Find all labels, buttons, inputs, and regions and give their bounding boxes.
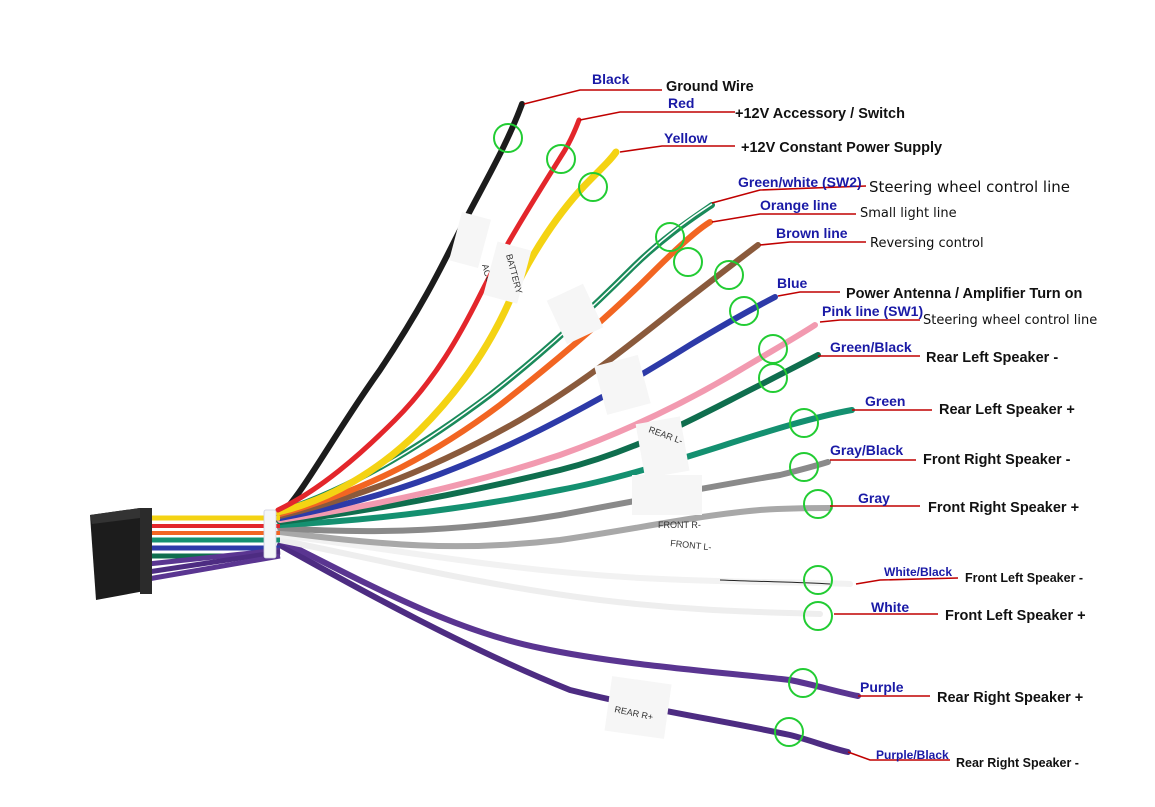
wire-yellow (274, 148, 620, 516)
function-label-red: +12V Accessory / Switch (735, 106, 905, 122)
function-label-green-white: Steering wheel control line (869, 178, 1070, 196)
ring-green (789, 408, 819, 438)
ring-orange (673, 247, 703, 277)
ring-white-black (803, 565, 833, 595)
wire-green-black (277, 352, 821, 525)
color-label-blue: Blue (777, 275, 808, 291)
ring-yellow (578, 172, 608, 202)
function-label-orange: Small light line (860, 206, 957, 221)
leader-lines (523, 89, 959, 761)
function-label-blue: Power Antenna / Amplifier Turn on (846, 286, 1082, 302)
ring-green-black (758, 363, 788, 393)
function-label-brown: Reversing control (870, 236, 984, 251)
wire-gray-black (277, 459, 831, 535)
function-label-white: Front Left Speaker + (945, 608, 1086, 624)
wire-pink (277, 322, 818, 523)
color-label-purple-black: Purple/Black (876, 748, 949, 762)
function-label-white-black: Front Left Speaker - (965, 571, 1083, 585)
color-label-white: White (871, 599, 909, 615)
wire-purple-black (277, 542, 851, 755)
ring-red (546, 144, 576, 174)
wire-stub-bundle (147, 547, 281, 567)
wire-bundle (147, 101, 861, 755)
function-label-black: Ground Wire (666, 79, 754, 95)
wire-blue (277, 294, 778, 521)
wire-brown (277, 242, 761, 519)
color-label-gray-black: Gray/Black (830, 442, 903, 458)
wire-stub-bundle (147, 553, 281, 582)
function-label-purple-black: Rear Right Speaker - (956, 756, 1079, 770)
color-label-yellow: Yellow (664, 130, 708, 146)
function-label-green: Rear Left Speaker + (939, 402, 1075, 418)
color-label-green: Green (865, 393, 905, 409)
ring-purple (788, 668, 818, 698)
function-label-purple: Rear Right Speaker + (937, 690, 1083, 706)
wire-purple (277, 537, 861, 699)
function-label-gray: Front Right Speaker + (928, 500, 1079, 516)
ring-gray (803, 489, 833, 519)
color-label-gray: Gray (858, 490, 890, 506)
wire-tags: ACC BATTERY FRONT R- FRONT L- REAR L- RE… (449, 211, 712, 739)
color-label-red: Red (668, 95, 694, 111)
color-label-orange: Orange line (760, 197, 837, 213)
color-label-white-black: White/Black (884, 565, 952, 579)
highlight-rings (493, 123, 833, 747)
ring-brown (714, 260, 744, 290)
ring-blue (729, 296, 759, 326)
tag-front-r: FRONT R- (658, 520, 701, 530)
wire-red (275, 117, 582, 513)
color-labels: Black Red Yellow Green/white (SW2) Orang… (592, 71, 952, 762)
function-label-green-black: Rear Left Speaker - (926, 350, 1058, 366)
wire-white-black-stripe (719, 579, 831, 585)
color-label-black: Black (592, 71, 630, 87)
ring-purple-black (774, 717, 804, 747)
color-label-brown: Brown line (776, 225, 848, 241)
wire-black (272, 101, 525, 523)
cable-tie (263, 509, 277, 559)
color-label-green-black: Green/Black (830, 339, 912, 355)
color-label-green-white: Green/white (SW2) (738, 174, 862, 190)
wire-white (277, 537, 823, 617)
function-label-gray-black: Front Right Speaker - (923, 452, 1071, 468)
function-label-yellow: +12V Constant Power Supply (741, 140, 942, 156)
ring-white (803, 601, 833, 631)
function-label-pink: Steering wheel control line (923, 313, 1097, 328)
ring-green-white (655, 222, 685, 252)
harness-connector (90, 508, 152, 600)
function-labels: Ground Wire +12V Accessory / Switch +12V… (666, 79, 1097, 770)
ring-gray-black (789, 452, 819, 482)
color-label-pink: Pink line (SW1) (822, 303, 923, 319)
tag-front-l: FRONT L- (670, 538, 712, 552)
wire-gray (277, 505, 833, 550)
wire-green (277, 407, 855, 528)
ring-black (493, 123, 523, 153)
color-label-purple: Purple (860, 679, 904, 695)
wire-stub-bundle (147, 549, 281, 575)
wire-orange (277, 219, 713, 517)
